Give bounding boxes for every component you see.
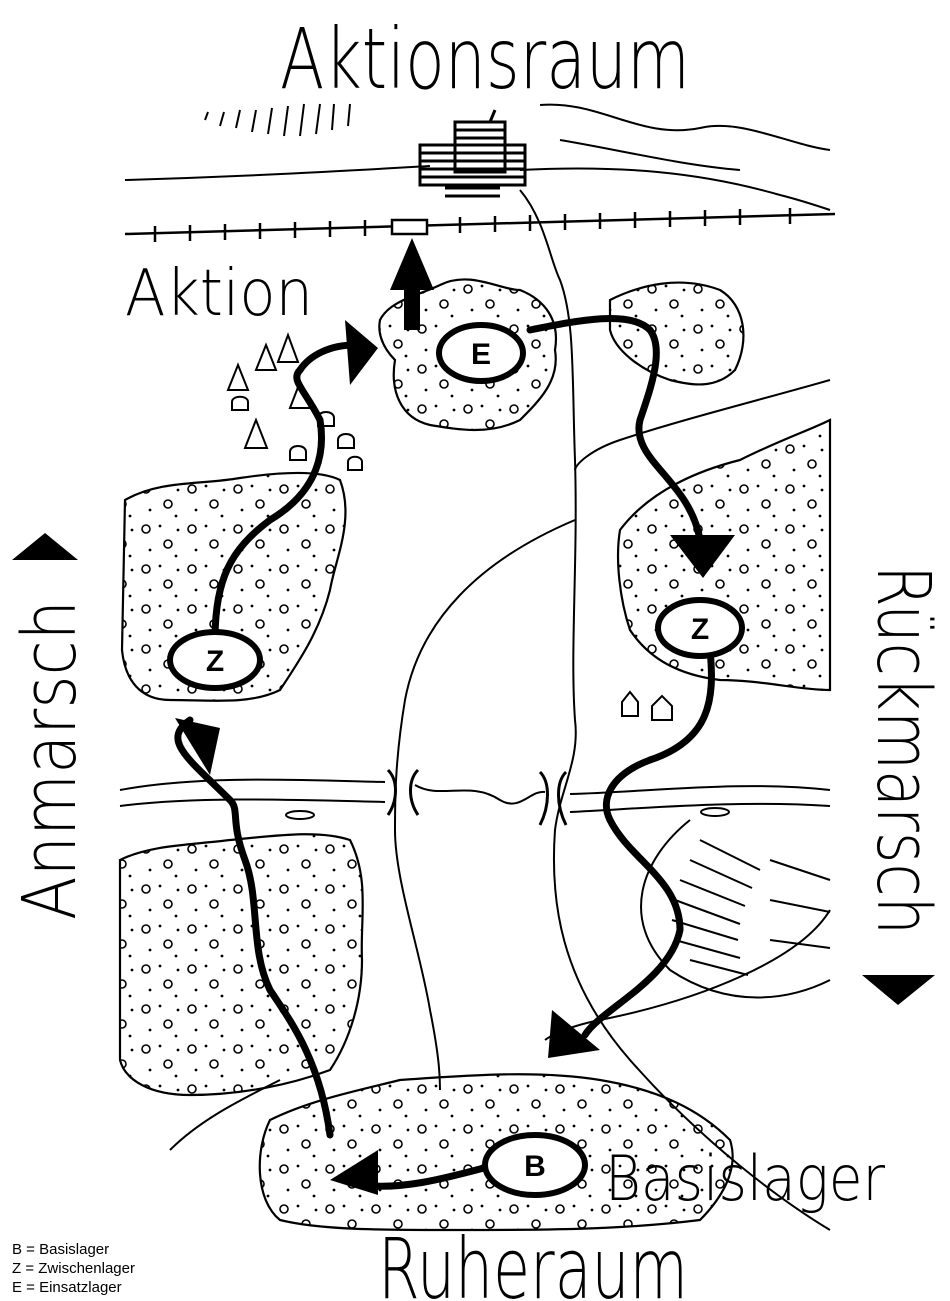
tents-icon bbox=[226, 332, 363, 471]
sun-rays bbox=[204, 103, 351, 137]
return-arrow-1-icon bbox=[670, 535, 735, 578]
forest-areas bbox=[118, 278, 832, 1232]
railway-track bbox=[124, 208, 836, 242]
approach-route bbox=[174, 341, 359, 1139]
target-building-icon bbox=[418, 109, 527, 198]
houses-icon bbox=[621, 690, 673, 721]
camp-einsatz: E bbox=[436, 322, 526, 384]
approach-arrow-1-icon bbox=[175, 718, 220, 775]
camp-basis-label: B bbox=[524, 1150, 546, 1183]
forest-lower-left bbox=[118, 833, 364, 1097]
label-action: Aktion bbox=[125, 257, 313, 331]
river bbox=[119, 768, 831, 826]
legend-item: Z = Zwischenlager bbox=[12, 1260, 135, 1277]
legend-item: B = Basislager bbox=[12, 1241, 110, 1258]
legend-item: E = Einsatzlager bbox=[12, 1279, 122, 1296]
horizon-hills bbox=[124, 103, 831, 211]
return-direction-arrow-icon bbox=[862, 975, 935, 1005]
return-arrow-2-icon bbox=[548, 1010, 600, 1058]
camp-zwischen-left-label: Z bbox=[206, 645, 224, 678]
forest-top-right bbox=[608, 281, 745, 386]
legend: B = Basislager Z = Zwischenlager E = Ein… bbox=[12, 1240, 135, 1297]
label-return: Rückmarsch bbox=[860, 565, 946, 935]
camp-zwischen-left: Z bbox=[167, 629, 263, 691]
return-route bbox=[526, 314, 715, 1039]
label-base-camp: Basislager bbox=[605, 1142, 885, 1215]
label-rest-area: Ruheraum bbox=[378, 1220, 688, 1301]
title: Aktionsraum bbox=[280, 10, 690, 108]
label-approach: Anmarsch bbox=[7, 600, 93, 920]
camp-einsatz-label: E bbox=[471, 338, 491, 371]
hillside-hatching bbox=[640, 819, 831, 999]
camp-zwischen-right: Z bbox=[655, 597, 745, 659]
camp-basis: B bbox=[482, 1132, 588, 1198]
approach-direction-arrow-icon bbox=[12, 533, 78, 560]
base-arrow-icon bbox=[330, 1150, 378, 1195]
camp-zwischen-right-label: Z bbox=[691, 613, 709, 646]
approach-arrow-2-icon bbox=[345, 320, 378, 385]
action-arrow-icon bbox=[390, 238, 434, 330]
